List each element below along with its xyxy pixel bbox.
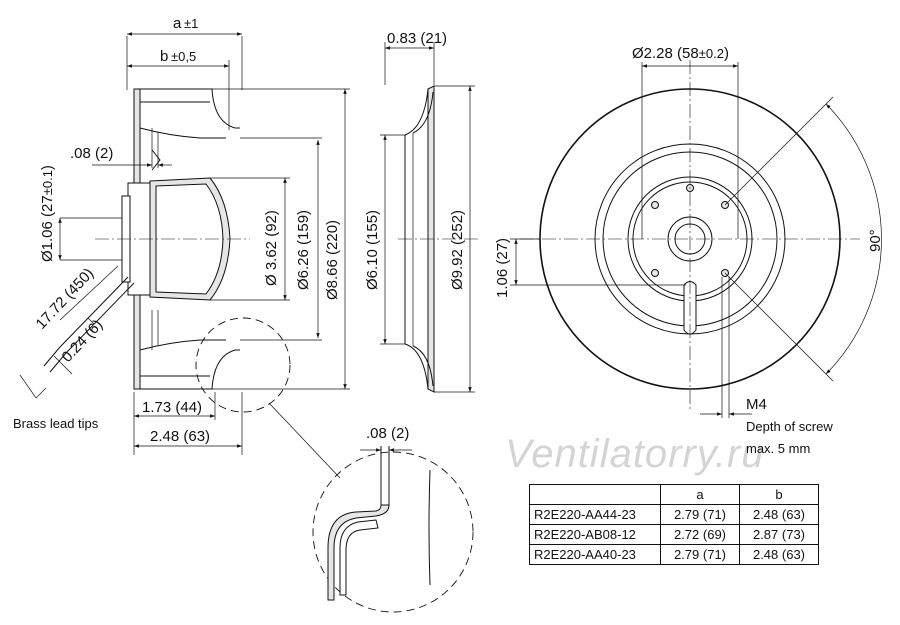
dim-08-detail: .08 (2): [366, 425, 409, 442]
table-cell-model: R2E220-AA40-23: [529, 544, 661, 565]
dim-b: b: [160, 48, 168, 65]
dim-a-tol: ±1: [184, 16, 198, 31]
table-cell-a: 2.72 (69): [660, 524, 740, 545]
svg-text:Ø1.06 (27±0.1): Ø1.06 (27±0.1): [39, 165, 56, 262]
table-header-row: a b: [529, 484, 819, 505]
table-header-model: [529, 484, 661, 505]
watermark: Ventilatorry.ru: [505, 432, 765, 476]
table-header-a: a: [660, 484, 740, 505]
brass-lead-tips-note: Brass lead tips: [13, 416, 99, 431]
dim-106-side-close: ): [39, 165, 56, 170]
dim-a: a: [173, 15, 182, 32]
dim-228: Ø2.28 (58: [632, 45, 699, 62]
spec-table: a b R2E220-AA44-23 2.79 (71) 2.48 (63) R…: [529, 484, 819, 565]
table-row: R2E220-AA40-23 2.79 (71) 2.48 (63): [529, 544, 819, 565]
table-header-b: b: [739, 484, 819, 505]
table-row: R2E220-AA44-23 2.79 (71) 2.48 (63): [529, 504, 819, 525]
table-cell-b: 2.48 (63): [739, 544, 819, 565]
dim-173: 1.73 (44): [142, 399, 202, 416]
table-cell-a: 2.79 (71): [660, 504, 740, 525]
dim-106-side-tol: ±0.1: [40, 170, 55, 195]
dim-992: Ø9.92 (252): [449, 210, 466, 290]
dim-228-close: ): [724, 45, 729, 62]
dim-866: Ø8.66 (220): [324, 220, 341, 300]
dim-106-side: Ø1.06 (27: [39, 195, 56, 262]
table-cell-b: 2.48 (63): [739, 504, 819, 525]
table-cell-model: R2E220-AB08-12: [529, 524, 661, 545]
depth-of-screw-note: Depth of screw: [746, 419, 833, 434]
dim-083: 0.83 (21): [387, 30, 447, 47]
max-depth-note: max. 5 mm: [746, 441, 810, 456]
detail-view: .08 (2): [312, 425, 474, 613]
side-view: [43, 88, 250, 390]
table-cell-a: 2.79 (71): [660, 544, 740, 565]
table-cell-b: 2.87 (73): [739, 524, 819, 545]
dim-228-tol: ±0.2: [699, 46, 724, 61]
dim-m4: M4: [746, 396, 767, 413]
dim-362: Ø 3.62 (92): [263, 210, 280, 286]
front-view: 90° Ø2.28 (58±0.2) 1.06 (27) M4 Depth of…: [494, 45, 884, 456]
dim-b-tol: ±0,5: [171, 49, 196, 64]
dim-248: 2.48 (63): [150, 428, 210, 445]
dim-106-front: 1.06 (27): [494, 238, 511, 298]
svg-text:Ø2.28 (58±0.2): Ø2.28 (58±0.2): [632, 45, 729, 62]
inlet-ring-view: 0.83 (21) Ø6.10 (155) Ø9.92 (252): [364, 30, 480, 393]
table-cell-model: R2E220-AA44-23: [529, 504, 661, 525]
side-view-dimensions: a ±1 b ±0,5 .08 (2) Ø1.06 (27±0.1) 17.72…: [13, 15, 350, 479]
dim-610: Ø6.10 (155): [364, 210, 381, 290]
dim-626: Ø6.26 (159): [295, 210, 312, 290]
dim-08-top: .08 (2): [70, 145, 113, 162]
dim-90: 90°: [867, 229, 884, 252]
table-row: R2E220-AB08-12 2.72 (69) 2.87 (73): [529, 524, 819, 545]
